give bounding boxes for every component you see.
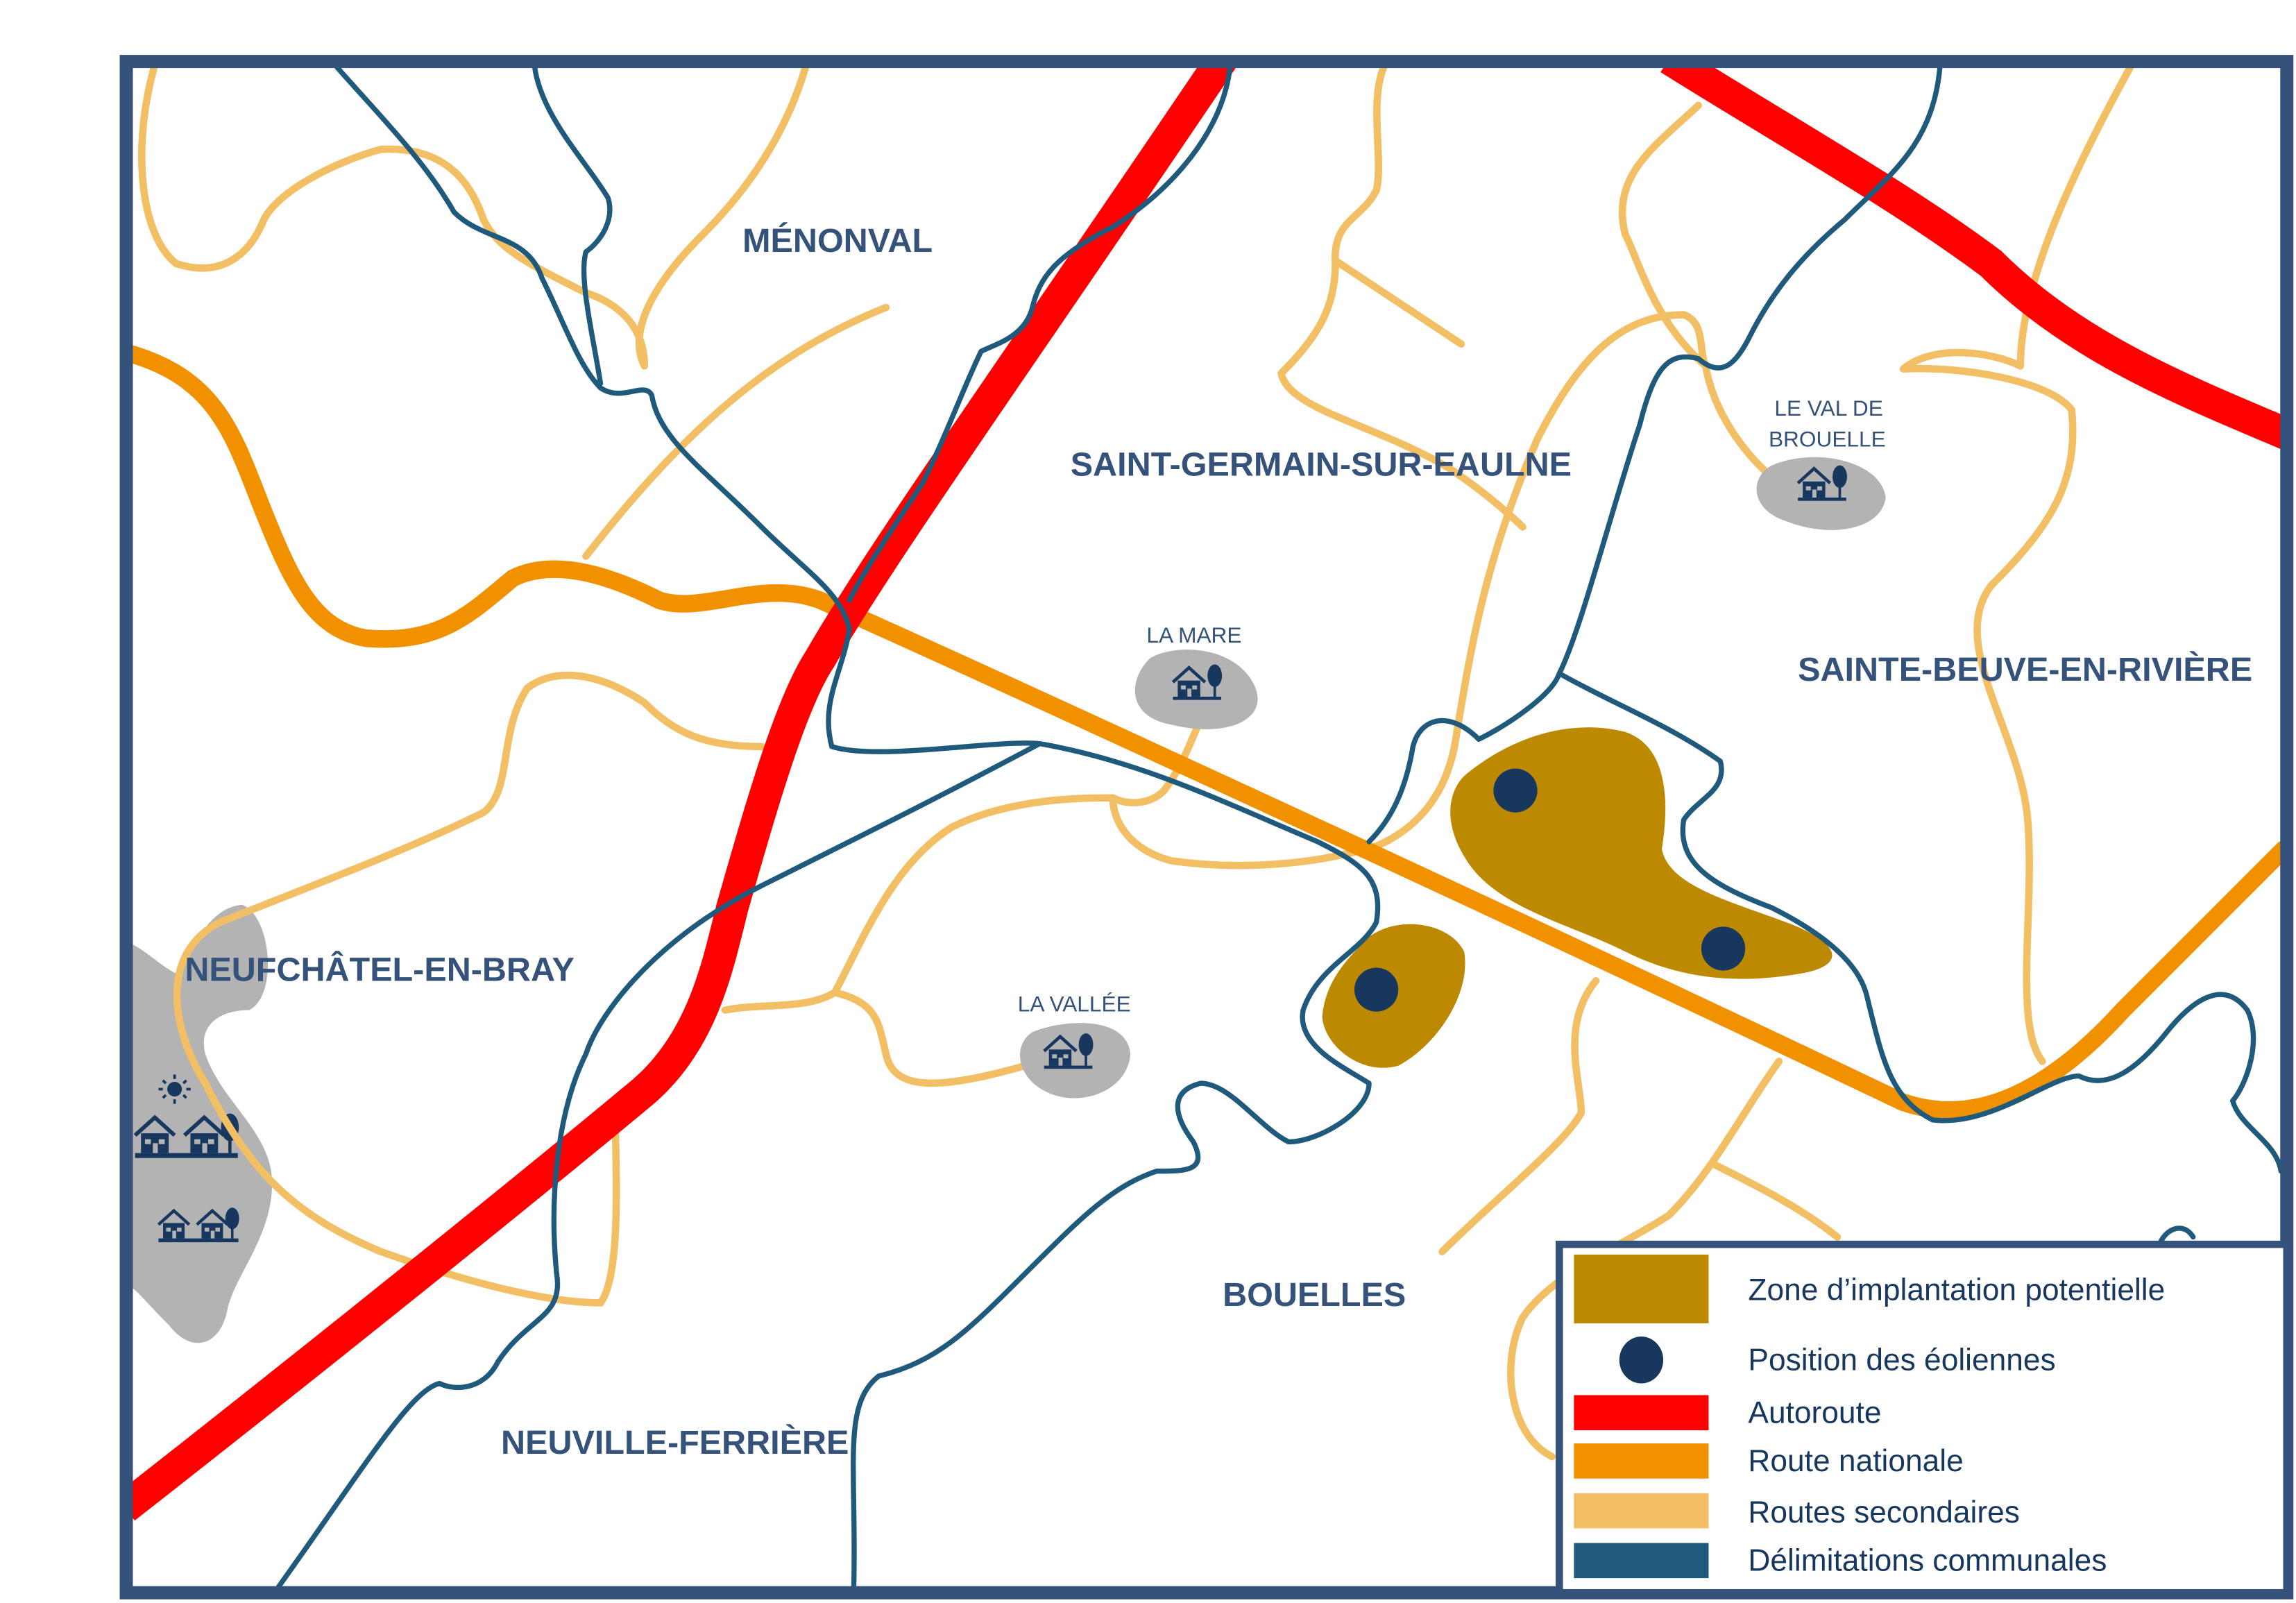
legend-label-zone: Zone d’implantation potentielle xyxy=(1748,1273,2165,1307)
autoroute xyxy=(1660,67,2281,450)
commune-label-saint-germain: SAINT-GERMAIN-SUR-EAULNE xyxy=(1071,446,1572,484)
commune-label-bouelles: BOUELLES xyxy=(1223,1276,1406,1314)
legend-label-delimitations: Délimitations communales xyxy=(1748,1544,2107,1578)
commune-label-neuville: NEUVILLE-FERRIÈRE xyxy=(501,1424,849,1461)
legend-swatch-turbine xyxy=(1619,1337,1664,1384)
legend-label-secondaires: Routes secondaires xyxy=(1748,1495,2020,1529)
hamlet-label-val-de-brouelle: BROUELLE xyxy=(1769,426,1886,451)
legend-label-autoroute: Autoroute xyxy=(1748,1396,1881,1430)
map-frame xyxy=(119,55,2294,1600)
legend-swatch-nationale xyxy=(1574,1443,1709,1479)
commune-label-sainte-beuve: SAINTE-BEUVE-EN-RIVIÈRE xyxy=(1798,651,2252,688)
commune-label-neufchatel: NEUFCHÂTEL-EN-BRAY xyxy=(185,950,575,988)
communal-boundaries xyxy=(275,67,2281,1587)
turbine-marker xyxy=(1701,926,1746,971)
commune-label-menonval: MÉNONVAL xyxy=(742,222,933,260)
house-tree-icon xyxy=(1798,465,1847,501)
la-vallee-area xyxy=(1020,1023,1131,1099)
autoroute xyxy=(132,67,1236,1521)
turbine-marker xyxy=(1493,768,1538,813)
legend-label-turbines: Position des éoliennes xyxy=(1748,1343,2055,1377)
turbine-marker xyxy=(1354,967,1399,1012)
hamlet-label-la-mare: LA MARE xyxy=(1146,622,1241,647)
legend-swatch-autoroute xyxy=(1574,1395,1709,1431)
legend-swatch-delimitations xyxy=(1574,1543,1709,1579)
legend-swatch-secondaires xyxy=(1574,1493,1709,1529)
house-tree-icon xyxy=(158,1207,239,1243)
hamlet-label-la-vallee: LA VALLÉE xyxy=(1018,992,1131,1017)
legend-label-nationale: Route nationale xyxy=(1748,1444,1963,1478)
hamlet-label-val-de-brouelle: LE VAL DE xyxy=(1774,396,1882,421)
house-tree-icon xyxy=(135,1113,239,1158)
house-tree-icon xyxy=(1044,1033,1094,1069)
legend-swatch-zone xyxy=(1574,1254,1709,1324)
sun-icon xyxy=(158,1074,191,1104)
zone-implantation xyxy=(1450,727,1832,979)
house-tree-icon xyxy=(1173,664,1223,700)
route-nationale xyxy=(132,345,2281,1119)
legend: Zone d’implantation potentielle Position… xyxy=(1556,1240,2291,1597)
